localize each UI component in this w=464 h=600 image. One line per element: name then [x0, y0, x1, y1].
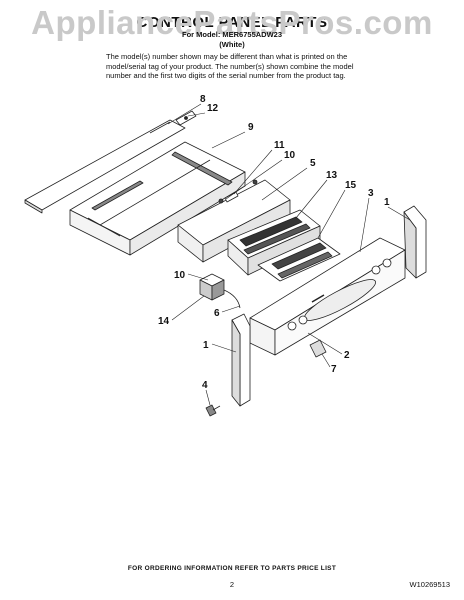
callout-number: 10 — [174, 270, 186, 281]
page-number: 2 — [229, 580, 235, 589]
callout-number: 4 — [202, 380, 208, 391]
callout-number: 1 — [384, 197, 390, 208]
callout-number: 9 — [248, 122, 254, 133]
callout-number: 8 — [200, 94, 206, 105]
page-title: CONTROL PANEL PARTS — [136, 14, 328, 31]
callout-number: 14 — [158, 316, 170, 327]
model-note: The model(s) number shown may be differe… — [106, 52, 376, 81]
part-end-cap-left — [231, 313, 251, 407]
callout-number: 11 — [274, 140, 285, 151]
part-bracket — [175, 110, 197, 126]
callout-number: 10 — [284, 150, 296, 161]
callout-number: 3 — [368, 188, 374, 199]
part-screws — [218, 179, 258, 204]
leader-lines — [167, 103, 411, 406]
part-foot — [309, 339, 327, 358]
part-back-housing — [69, 141, 246, 256]
note-line: model/serial tag of your product. The nu… — [106, 61, 354, 71]
part-rear-panel — [24, 119, 186, 214]
ordering-info: FOR ORDERING INFORMATION REFER TO PARTS … — [127, 565, 337, 572]
model-line: For Model: MER6755ADW23 — [181, 30, 283, 39]
callout-number: 15 — [345, 180, 357, 191]
color-label: (White) — [219, 40, 245, 49]
part-module — [199, 273, 241, 309]
callout-number: 1 — [203, 340, 209, 351]
document-number: W10269513 — [409, 580, 450, 589]
note-line: The model(s) number shown may be differe… — [106, 52, 348, 61]
callout-number: 7 — [331, 364, 337, 375]
callout-number: 5 — [310, 158, 316, 169]
callout-number: 13 — [326, 170, 338, 181]
note-line: number and the first two digits of the s… — [106, 71, 346, 80]
part-main-panel — [249, 237, 406, 356]
part-end-cap-right — [403, 205, 427, 279]
callout-number: 2 — [344, 350, 350, 361]
callout-number: 6 — [214, 308, 220, 319]
callout-number: 12 — [207, 103, 219, 114]
part-touch-overlay — [257, 237, 341, 282]
part-screw — [205, 404, 221, 417]
